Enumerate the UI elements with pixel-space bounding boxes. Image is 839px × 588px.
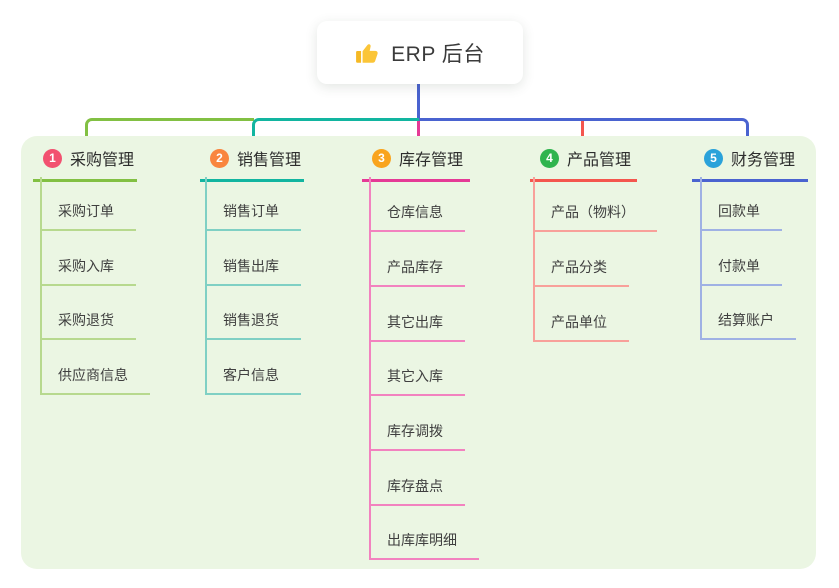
root-label: ERP 后台 [391,42,485,66]
branch-number-badge: 3 [372,148,391,168]
mindmap-panel [21,136,816,569]
branch-title: 库存管理 [399,152,464,169]
branch-rail-finance [700,177,702,339]
child-item[interactable]: 出库库明细 [369,532,479,560]
child-item[interactable]: 库存盘点 [369,478,465,506]
child-item[interactable]: 产品单位 [533,314,629,342]
child-item[interactable]: 产品分类 [533,259,629,287]
child-item[interactable]: 销售出库 [205,258,301,286]
child-item[interactable]: 其它入库 [369,368,465,396]
child-item[interactable]: 回款单 [700,203,782,231]
child-item[interactable]: 产品（物料） [533,204,657,232]
root-node[interactable]: ERP 后台 [317,21,523,84]
child-item[interactable]: 采购退货 [40,312,136,340]
child-item[interactable]: 付款单 [700,258,782,286]
child-item[interactable]: 结算账户 [700,312,796,340]
connector-elbow-purchase [85,118,254,147]
root-connector-line [417,84,420,118]
branch-title: 产品管理 [567,152,632,169]
child-item[interactable]: 销售退货 [205,312,301,340]
connector-elbow-finance [419,118,749,147]
branch-node-sales[interactable]: 2 销售管理 [200,146,304,182]
child-item[interactable]: 产品库存 [369,259,465,287]
branch-title: 销售管理 [237,152,302,169]
branch-number-badge: 2 [210,148,229,168]
child-item[interactable]: 采购入库 [40,258,136,286]
child-item[interactable]: 供应商信息 [40,367,150,395]
branch-number-badge: 1 [43,148,62,168]
branch-number-badge: 4 [540,148,559,168]
child-item[interactable]: 销售订单 [205,203,301,231]
branch-rail-product [533,177,535,341]
child-item[interactable]: 采购订单 [40,203,136,231]
child-item[interactable]: 客户信息 [205,367,301,395]
branch-node-finance[interactable]: 5 财务管理 [692,146,808,182]
child-item[interactable]: 其它出库 [369,314,465,342]
branch-node-purchase[interactable]: 1 采购管理 [33,146,137,182]
connector-drop-product [581,121,584,147]
branch-node-inventory[interactable]: 3 库存管理 [362,146,470,182]
branch-number-badge: 5 [704,148,723,168]
connector-drop-inventory [417,121,420,148]
branch-title: 采购管理 [70,152,135,169]
branch-rail-inventory [369,177,371,558]
child-item[interactable]: 库存调拨 [369,423,465,451]
connector-elbow-sales [252,118,419,147]
branch-node-product[interactable]: 4 产品管理 [530,146,637,182]
child-item[interactable]: 仓库信息 [369,204,465,232]
thumbs-up-icon [356,43,378,63]
branch-title: 财务管理 [731,152,796,169]
